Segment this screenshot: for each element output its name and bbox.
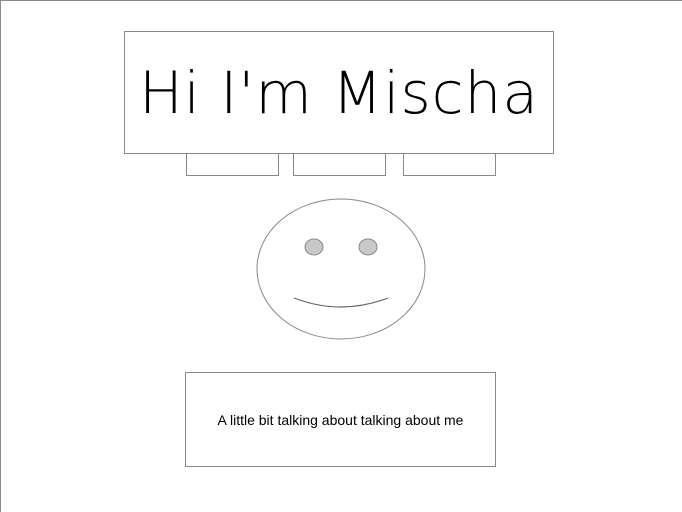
right-eye [358,238,378,256]
nav-tab-2[interactable] [293,154,386,176]
smiley-face-icon [256,198,426,340]
title-box: Hi I'm Mischa [124,31,554,154]
face-outline [256,198,426,340]
nav-tab-1[interactable] [186,154,279,176]
left-eye [304,238,324,256]
smile-mouth [293,297,389,308]
about-text: A little bit talking about talking about… [217,411,464,428]
about-box: A little bit talking about talking about… [185,372,496,467]
page-title: Hi I'm Mischa [139,58,539,127]
nav-tab-3[interactable] [403,154,496,176]
